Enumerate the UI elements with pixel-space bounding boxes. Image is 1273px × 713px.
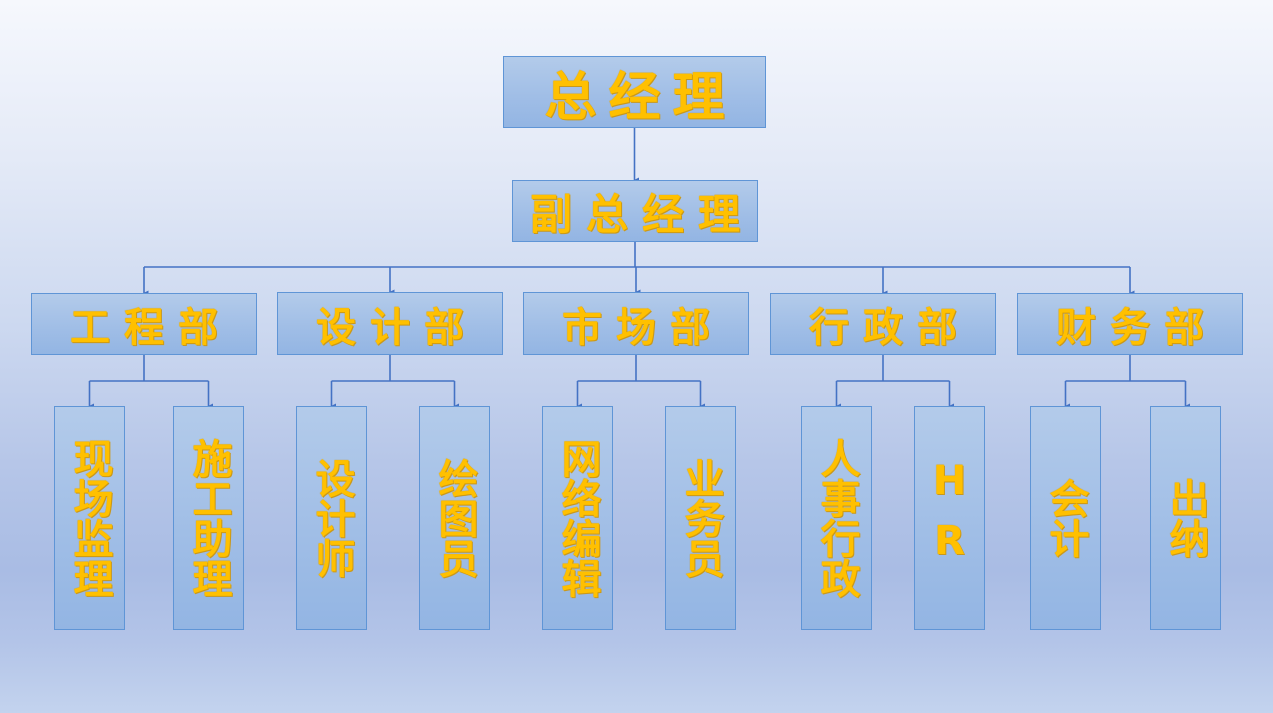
node-label: 财务部	[1056, 305, 1218, 351]
node-accountant[interactable]: 会计	[1030, 406, 1101, 630]
node-label: 人事行政	[813, 438, 860, 598]
node-label: 网络编辑	[554, 438, 601, 598]
node-label: HR	[926, 458, 973, 578]
node-label: 工程部	[70, 305, 232, 351]
node-label: 市场部	[562, 304, 724, 351]
node-salesperson[interactable]: 业务员	[665, 406, 736, 630]
node-label: 设计师	[308, 458, 355, 578]
node-designer[interactable]: 设计师	[296, 406, 367, 630]
node-label: 施工助理	[185, 438, 232, 598]
node-label: 出纳	[1162, 478, 1209, 558]
node-label: 设计部	[316, 304, 478, 351]
node-dept-finance[interactable]: 财务部	[1017, 293, 1243, 355]
node-label: 现场监理	[66, 438, 113, 598]
node-site-supervisor[interactable]: 现场监理	[54, 406, 125, 630]
node-dept-marketing[interactable]: 市场部	[523, 292, 749, 355]
node-draftsman[interactable]: 绘图员	[419, 406, 490, 630]
node-hr[interactable]: HR	[914, 406, 985, 630]
node-web-editor[interactable]: 网络编辑	[542, 406, 613, 630]
node-dept-design[interactable]: 设计部	[277, 292, 503, 355]
node-label: 副总经理	[529, 189, 754, 239]
node-cashier[interactable]: 出纳	[1150, 406, 1221, 630]
node-label: 绘图员	[431, 458, 478, 578]
node-label: 会计	[1042, 478, 1089, 558]
node-general-manager[interactable]: 总经理	[503, 56, 766, 128]
node-deputy-general-manager[interactable]: 副总经理	[512, 180, 758, 242]
node-construction-assistant[interactable]: 施工助理	[173, 406, 244, 630]
node-label: 业务员	[677, 458, 724, 578]
node-dept-engineering[interactable]: 工程部	[31, 293, 257, 355]
node-label: 总经理	[544, 67, 737, 128]
node-dept-administration[interactable]: 行政部	[770, 293, 996, 355]
node-label: 行政部	[809, 305, 971, 351]
node-hr-admin[interactable]: 人事行政	[801, 406, 872, 630]
